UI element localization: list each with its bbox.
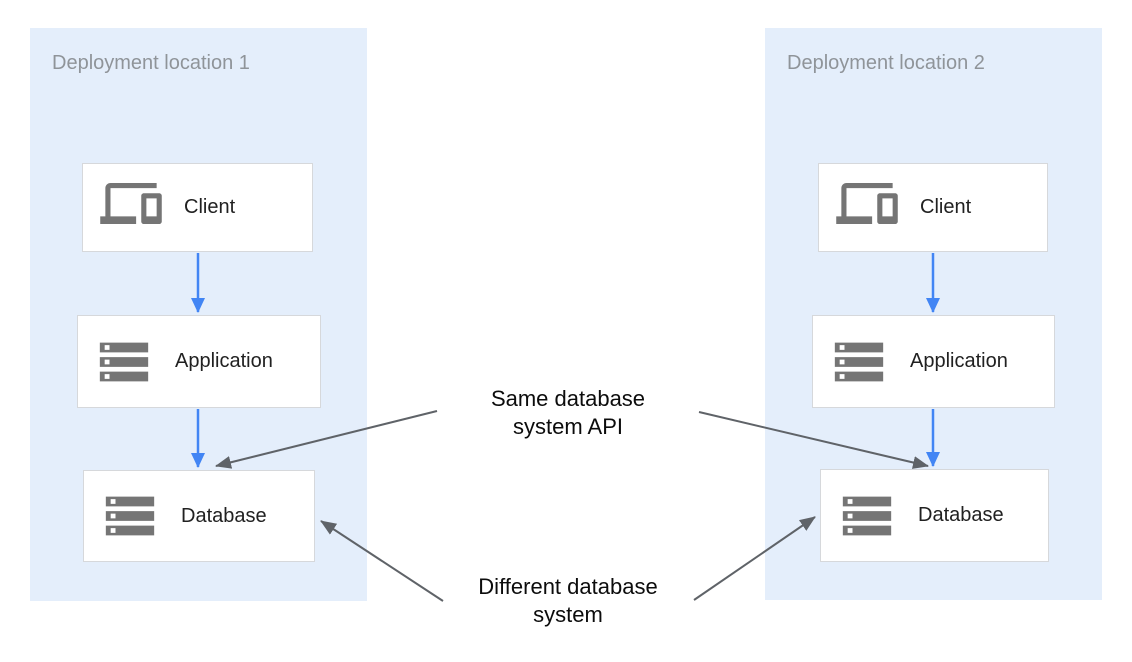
node-label: Application (175, 350, 273, 372)
storage-icon (95, 340, 153, 384)
node-application-2: Application (812, 315, 1055, 408)
devices-icon (100, 182, 162, 233)
node-label: Client (184, 196, 236, 218)
annotation-line: Different database (478, 574, 658, 599)
region-1-title: Deployment location 1 (52, 52, 250, 74)
node-application-1: Application (77, 315, 321, 408)
node-client-2: Client (818, 163, 1048, 252)
devices-icon (836, 182, 898, 233)
storage-icon (838, 494, 896, 538)
node-client-1: Client (82, 163, 313, 252)
annotation-line: system (533, 602, 603, 627)
storage-icon (830, 340, 888, 384)
deployment-region-1: Deployment location 1 Client Application (30, 28, 367, 601)
annotation-different-database-system: Different database system (448, 573, 688, 629)
annotation-line: Same database (490, 386, 646, 411)
region-2-title: Deployment location 2 (787, 52, 985, 74)
node-database-2: Database (820, 469, 1049, 562)
storage-icon (101, 494, 159, 538)
node-label: Database (918, 504, 1004, 526)
node-label: Database (181, 504, 267, 527)
deployment-region-2: Deployment location 2 Client Application (765, 28, 1102, 600)
node-label: Client (920, 196, 972, 218)
annotation-line: system API (512, 414, 624, 439)
node-label: Application (910, 350, 1008, 372)
node-database-1: Database (83, 470, 315, 562)
annotation-same-database-api: Same database system API (458, 385, 678, 441)
